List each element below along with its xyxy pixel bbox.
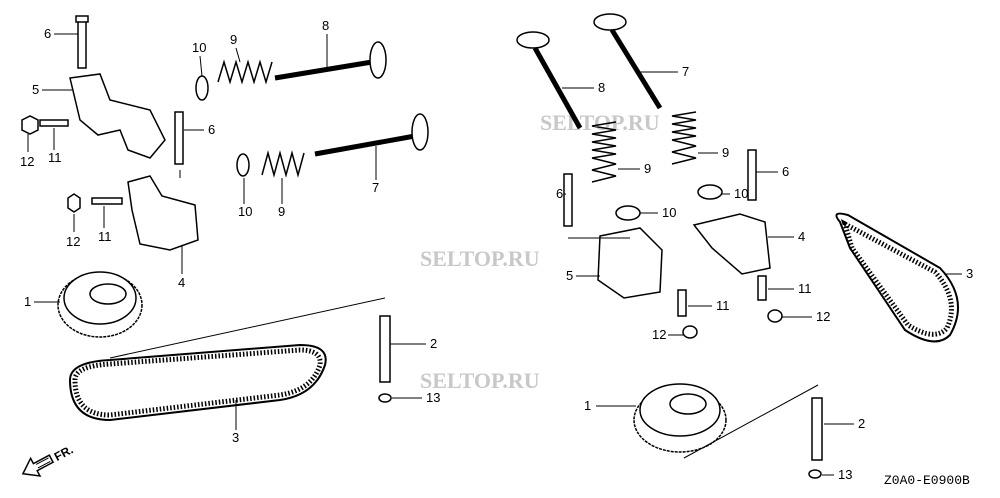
valve-8r xyxy=(516,31,583,130)
cam-pulley-1r xyxy=(633,383,727,453)
bolt-6b xyxy=(174,111,184,165)
callout-label: 2 xyxy=(858,416,865,431)
callout-label: 11 xyxy=(98,229,112,244)
shaft-2r xyxy=(811,397,823,461)
spring-9r xyxy=(591,121,617,183)
callout-label: 4 xyxy=(798,229,805,244)
callout-label: 4 xyxy=(178,275,185,290)
adjust-screw-11r2 xyxy=(757,275,783,323)
washer-13r xyxy=(808,469,822,479)
callout-label: 10 xyxy=(192,40,206,55)
callout-label: 12 xyxy=(652,327,666,342)
retainer-10r2 xyxy=(697,184,723,200)
retainer-10 xyxy=(195,75,209,101)
watermark: SELTOP.RU xyxy=(420,368,540,393)
timing-belt-3 xyxy=(68,343,327,422)
callout-label: 11 xyxy=(716,298,730,313)
callout-label: 8 xyxy=(598,80,605,95)
callout-label: 6 xyxy=(44,26,51,41)
callout-label: 11 xyxy=(48,150,62,165)
callout-label: 6 xyxy=(208,122,215,137)
front-direction-arrow-icon: FR. xyxy=(21,442,76,477)
callout-label: 12 xyxy=(66,234,80,249)
adjust-screw-11r xyxy=(677,289,698,339)
callout-label: 1 xyxy=(24,294,31,309)
callout-label: 7 xyxy=(682,64,689,79)
shaft-2 xyxy=(379,315,391,383)
front-direction-label: FR. xyxy=(52,442,76,463)
callout-label: 1 xyxy=(584,398,591,413)
callout-label: 6 xyxy=(556,186,563,201)
callout-label: 13 xyxy=(838,467,852,482)
callout-label: 10 xyxy=(662,205,676,220)
callout-label: 9 xyxy=(644,161,651,176)
watermark: SELTOP.RU xyxy=(540,110,660,135)
rocker-arm-5 xyxy=(69,73,166,159)
adjust-screw-11b xyxy=(67,193,123,213)
washer-13 xyxy=(378,393,392,403)
callout-label: 9 xyxy=(278,204,285,219)
callouts-right: 8 7 9 9 6 10 10 6 4 5 11 11 12 12 3 1 2 … xyxy=(556,64,973,482)
rocker-arm-4r xyxy=(692,213,771,275)
bolt-6r2 xyxy=(747,149,757,201)
callout-label: 6 xyxy=(782,164,789,179)
callout-label: 11 xyxy=(798,281,812,296)
callout-label: 7 xyxy=(372,180,379,195)
callout-label: 5 xyxy=(32,82,39,97)
callout-label: 12 xyxy=(816,309,830,324)
callout-label: 9 xyxy=(230,32,237,47)
rocker-arm-5r xyxy=(597,227,663,299)
cam-pulley-1 xyxy=(57,271,143,338)
callout-label: 9 xyxy=(722,145,729,160)
callout-label: 2 xyxy=(430,336,437,351)
spring-9 xyxy=(217,59,273,85)
bolt-6r xyxy=(563,173,573,227)
retainer-10b xyxy=(236,153,250,177)
callouts-left: 6 10 9 8 5 12 11 6 10 9 7 12 11 4 1 2 13… xyxy=(20,18,440,445)
watermark: SELTOP.RU xyxy=(420,246,540,271)
callout-label: 5 xyxy=(566,268,573,283)
callout-label: 10 xyxy=(238,204,252,219)
diagram-code: Z0A0-E0900B xyxy=(884,473,970,488)
callout-label: 12 xyxy=(20,154,34,169)
callout-label: 10 xyxy=(734,186,748,201)
callout-label: 8 xyxy=(322,18,329,33)
spring-9r2 xyxy=(671,111,697,165)
spring-9b xyxy=(261,150,305,178)
callout-label: 3 xyxy=(232,430,239,445)
rocker-arm-4 xyxy=(127,175,199,251)
callout-label: 3 xyxy=(966,266,973,281)
bolt-6 xyxy=(75,15,89,69)
valve-7 xyxy=(314,113,429,157)
valve-8 xyxy=(274,41,387,81)
callout-label: 13 xyxy=(426,390,440,405)
timing-belt-3r xyxy=(835,212,959,343)
adjust-screw-11 xyxy=(21,115,69,135)
valve-7r xyxy=(593,13,663,110)
retainer-10r xyxy=(615,205,641,221)
